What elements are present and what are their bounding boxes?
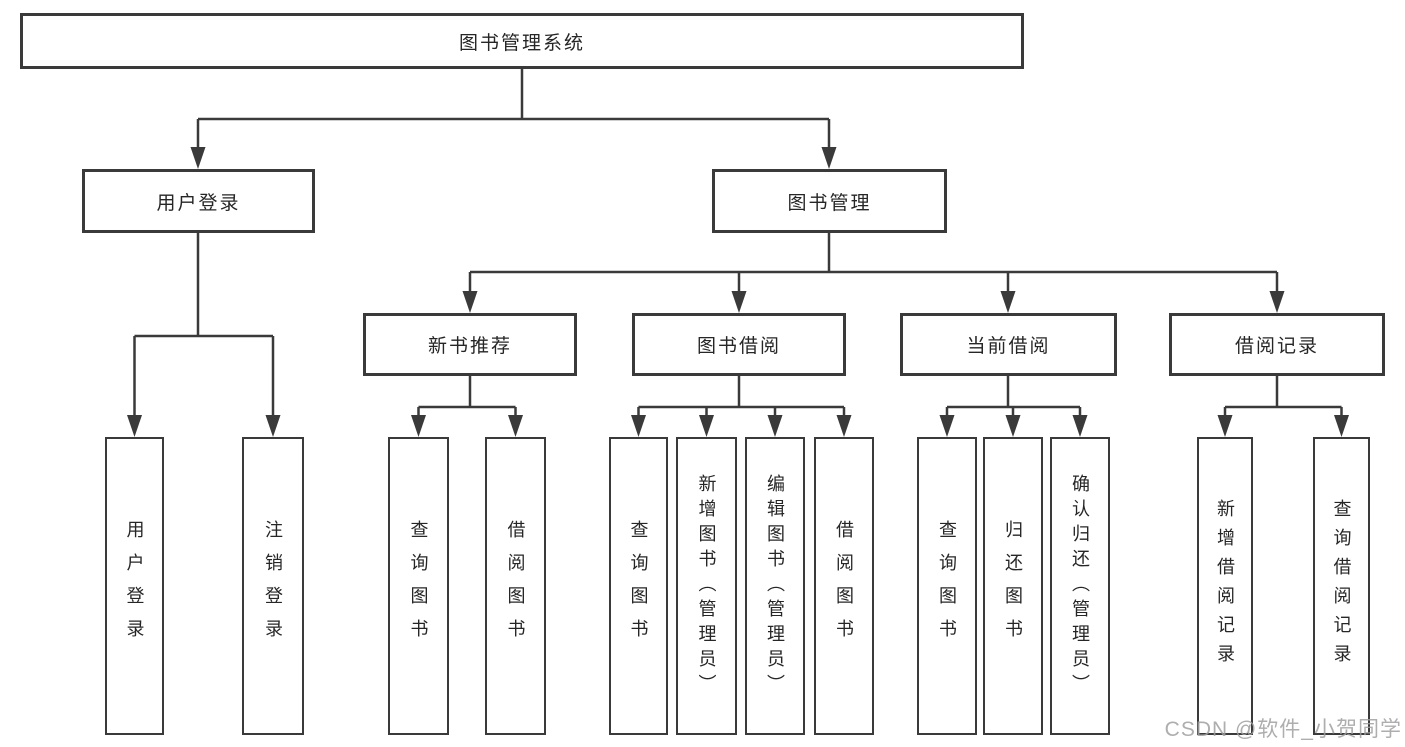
edge-bookborrow-to-leaves [637, 376, 846, 421]
edge-bookmgmt-to-level2 [468, 233, 1279, 297]
arrowhead-icon [767, 415, 783, 437]
node-user-login: 用户登录 [82, 169, 315, 233]
node-leaf-query-books-current: 查询图书 [917, 437, 977, 735]
arrowhead-icon [1217, 415, 1233, 437]
edge-records-to-leaves [1223, 376, 1343, 421]
edge-currentborrow-to-leaves [945, 376, 1082, 421]
arrowhead-icon [190, 147, 206, 169]
arrowhead-icon [508, 415, 523, 437]
node-leaf-add-borrow-record: 新增借阅记录 [1197, 437, 1253, 735]
node-new-book-recommend: 新书推荐 [363, 313, 577, 376]
arrowhead-icon [731, 291, 747, 313]
node-leaf-query-books-newbook: 查询图书 [388, 437, 449, 735]
node-leaf-query-books-borrow: 查询图书 [609, 437, 668, 735]
node-leaf-return-books: 归还图书 [983, 437, 1043, 735]
node-leaf-add-books-admin: 新增图书（管理员） [676, 437, 737, 735]
edge-root-to-level1 [196, 69, 831, 152]
arrowhead-icon [411, 415, 426, 437]
arrowhead-icon [631, 415, 646, 437]
arrowhead-icon [821, 147, 837, 169]
node-leaf-edit-books-admin: 编辑图书（管理员） [745, 437, 805, 735]
node-root-library-system: 图书管理系统 [20, 13, 1024, 69]
node-current-borrow: 当前借阅 [900, 313, 1117, 376]
node-leaf-confirm-return-admin: 确认归还（管理员） [1050, 437, 1110, 735]
node-book-management: 图书管理 [712, 169, 947, 233]
arrowhead-icon [939, 415, 955, 437]
node-leaf-query-borrow-record: 查询借阅记录 [1313, 437, 1370, 735]
node-borrow-records: 借阅记录 [1169, 313, 1385, 376]
arrowhead-icon [1334, 415, 1349, 437]
node-leaf-borrow-books: 借阅图书 [814, 437, 874, 735]
node-leaf-borrow-books-newbook: 借阅图书 [485, 437, 546, 735]
arrowhead-icons [127, 147, 1349, 437]
arrowhead-icon [699, 415, 714, 437]
csdn-watermark: CSDN @软件_小贺同学 [1164, 718, 1402, 741]
arrowhead-icon [265, 415, 281, 437]
arrowhead-icon [1072, 415, 1088, 437]
arrowhead-icon [462, 291, 478, 313]
edge-newbook-to-leaves [417, 376, 517, 421]
arrowhead-icon [127, 415, 142, 437]
arrowhead-icon [836, 415, 852, 437]
node-leaf-logout: 注销登录 [242, 437, 304, 735]
node-book-borrow: 图书借阅 [632, 313, 846, 376]
arrowhead-icon [1005, 415, 1021, 437]
arrowhead-icon [1000, 291, 1016, 313]
node-leaf-user-login: 用户登录 [105, 437, 164, 735]
edge-userlogin-to-leaves [133, 233, 275, 420]
arrowhead-icon [1269, 291, 1285, 313]
